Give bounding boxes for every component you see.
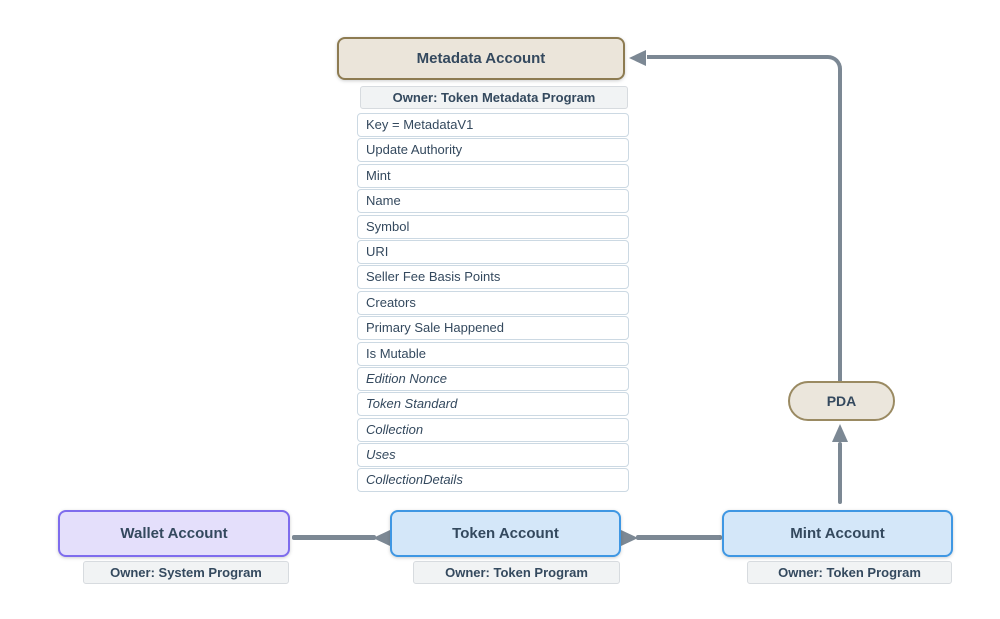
arrowhead-left-icon: [629, 49, 646, 66]
metadata-field-list: Key = MetadataV1 Update Authority Mint N…: [357, 113, 629, 493]
metadata-field-row: URI: [357, 239, 629, 264]
metadata-field-row: Key = MetadataV1: [357, 113, 629, 137]
token-account-title: Token Account: [452, 525, 559, 542]
metadata-field-row: Mint: [357, 163, 629, 188]
token-owner-badge: Owner: Token Program: [413, 561, 620, 584]
metadata-field-row: Collection: [357, 417, 629, 442]
mint-owner-label: Owner: Token Program: [778, 565, 921, 580]
metadata-field-row: Creators: [357, 290, 629, 315]
metadata-field-row: CollectionDetails: [357, 468, 629, 493]
metadata-field-row: Uses: [357, 443, 629, 468]
wallet-account-title: Wallet Account: [120, 525, 228, 542]
token-account-box: Token Account: [390, 510, 621, 557]
metadata-field-row: Token Standard: [357, 392, 629, 417]
metadata-field-row: Seller Fee Basis Points: [357, 265, 629, 290]
metadata-field-row: Is Mutable: [357, 341, 629, 366]
arrowhead-left-icon: [373, 529, 390, 546]
metadata-owner-badge: Owner: Token Metadata Program: [360, 86, 628, 109]
pda-label: PDA: [826, 393, 857, 409]
metadata-account-box: Metadata Account: [337, 37, 625, 80]
mint-owner-badge: Owner: Token Program: [747, 561, 952, 584]
pda-node: PDA: [788, 381, 895, 421]
metadata-field-row: Edition Nonce: [357, 366, 629, 391]
metadata-owner-label: Owner: Token Metadata Program: [392, 90, 596, 105]
token-owner-label: Owner: Token Program: [445, 565, 588, 580]
wallet-owner-badge: Owner: System Program: [83, 561, 289, 584]
metadata-field-row: Name: [357, 189, 629, 214]
arrow-mint-to-pda-line: [837, 442, 843, 504]
arrowhead-up-icon: [832, 424, 848, 442]
arrowhead-right-icon: [621, 529, 638, 546]
mint-account-title: Mint Account: [790, 525, 885, 542]
wallet-owner-label: Owner: System Program: [110, 565, 262, 580]
metadata-account-title: Metadata Account: [416, 50, 546, 67]
metadata-field-row: Primary Sale Happened: [357, 316, 629, 341]
wallet-account-box: Wallet Account: [58, 510, 290, 557]
metadata-field-row: Update Authority: [357, 138, 629, 163]
mint-account-box: Mint Account: [722, 510, 953, 557]
connector-wallet-token-line: [292, 535, 376, 540]
arrow-pda-to-metadata-elbow: [647, 55, 842, 381]
metadata-field-row: Symbol: [357, 214, 629, 239]
connector-token-mint-line: [636, 535, 722, 540]
